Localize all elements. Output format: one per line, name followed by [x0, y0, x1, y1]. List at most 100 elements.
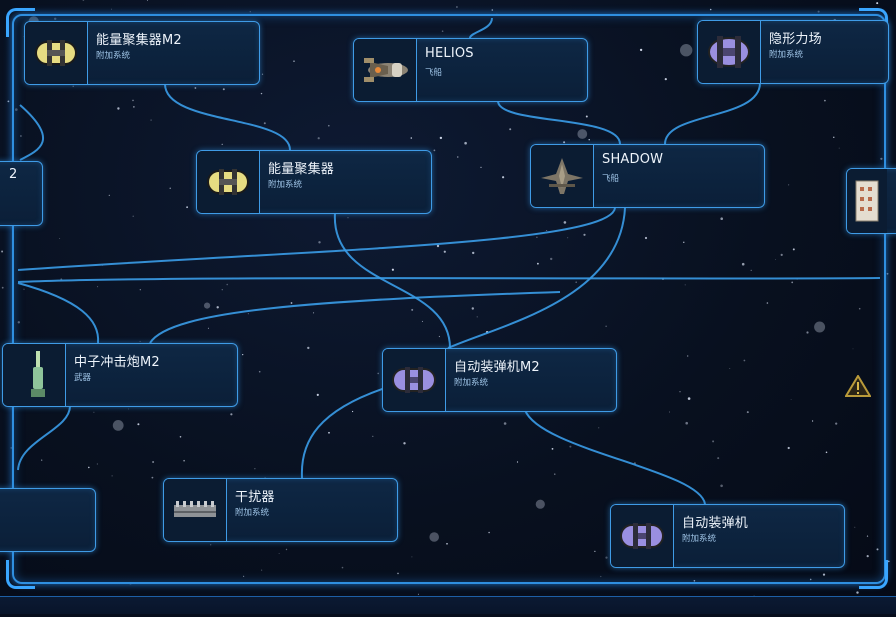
star — [669, 411, 670, 413]
star — [605, 325, 607, 327]
node-name: 中子冲击炮M2 — [74, 355, 160, 370]
star — [72, 85, 74, 88]
star — [247, 313, 249, 315]
star — [814, 321, 826, 333]
star — [685, 421, 688, 425]
star — [186, 206, 189, 209]
autoloader-icon — [611, 505, 674, 567]
star — [535, 499, 545, 509]
star — [263, 122, 266, 125]
star — [720, 217, 723, 220]
jammer-icon — [164, 479, 227, 541]
star — [741, 262, 745, 266]
star — [583, 233, 586, 236]
star — [563, 141, 566, 144]
link-n3-n5 — [664, 82, 761, 145]
star — [108, 194, 110, 196]
star — [866, 535, 869, 537]
star — [546, 230, 548, 231]
star — [97, 286, 99, 288]
star — [835, 422, 838, 425]
star — [750, 269, 752, 271]
autoloader-icon — [383, 349, 446, 411]
tech-node-energy-collector-m2[interactable]: 能量聚集器M2 附加系统 — [24, 21, 260, 85]
star — [809, 578, 812, 581]
tech-node-jammer[interactable]: 干扰器 附加系统 — [163, 478, 398, 542]
node-type: 附加系统 — [268, 180, 303, 190]
star — [54, 17, 57, 20]
ship-shadow-icon — [531, 145, 594, 207]
tech-node-cloak-field[interactable]: 隐形力场 附加系统 — [697, 20, 889, 84]
star — [790, 399, 792, 400]
star — [254, 468, 256, 470]
link-n7-n9 — [524, 409, 706, 505]
star — [569, 445, 572, 448]
bottom-bar — [0, 596, 896, 614]
link-n2-n5 — [497, 100, 621, 145]
node-type: 附加系统 — [96, 51, 131, 61]
star — [598, 427, 600, 429]
star — [605, 556, 608, 559]
star — [577, 129, 588, 139]
link-n6-from-right — [149, 291, 561, 344]
tech-node-autoloader[interactable]: 自动装弹机 附加系统 — [610, 504, 845, 568]
star — [436, 244, 440, 248]
star — [567, 237, 569, 239]
star — [471, 307, 474, 310]
star — [536, 236, 538, 238]
star — [261, 569, 263, 571]
tech-node-autoloader-m2[interactable]: 自动装弹机M2 附加系统 — [382, 348, 617, 412]
star — [876, 548, 879, 551]
star — [111, 8, 112, 10]
star — [179, 436, 182, 438]
tech-node-partial-left-top[interactable]: 2 — [0, 161, 43, 226]
star — [575, 281, 577, 284]
star — [502, 176, 505, 179]
tech-node-partial-left-bottom[interactable] — [0, 488, 96, 552]
star — [551, 448, 554, 450]
star — [852, 348, 854, 350]
tech-node-neutron-cannon-m2[interactable]: 中子冲击炮M2 武器 — [2, 343, 238, 407]
star — [712, 440, 715, 443]
star — [775, 259, 776, 260]
link-left-n6 — [17, 282, 100, 344]
module-icon — [847, 169, 887, 233]
star — [503, 422, 507, 425]
star — [516, 461, 519, 463]
star — [391, 268, 394, 271]
tech-node-partial-right[interactable] — [846, 168, 896, 234]
star — [429, 532, 440, 542]
star — [824, 99, 826, 102]
node-name: 能量聚集器 — [268, 162, 335, 177]
star — [410, 137, 413, 139]
star — [317, 137, 320, 140]
tech-node-helios[interactable]: HELIOS 飞船 — [353, 38, 588, 102]
star — [537, 262, 539, 265]
star — [743, 359, 746, 362]
link-n7-n8 — [300, 387, 386, 479]
node-name: 干扰器 — [235, 490, 275, 505]
star — [812, 420, 814, 422]
star — [152, 461, 155, 463]
star — [421, 320, 423, 322]
star — [261, 73, 264, 75]
tech-node-energy-collector[interactable]: 能量聚集器 附加系统 — [196, 150, 432, 214]
star — [417, 593, 419, 595]
star — [41, 459, 43, 461]
star — [139, 289, 141, 291]
node-name: 隐形力场 — [769, 32, 822, 47]
tech-node-shadow[interactable]: SHADOW 飞船 — [530, 144, 765, 208]
star — [132, 99, 134, 102]
star — [563, 221, 567, 224]
star — [341, 566, 344, 569]
node-type: 附加系统 — [454, 378, 489, 388]
star — [328, 124, 330, 127]
star — [316, 393, 319, 396]
star — [169, 187, 171, 189]
star — [791, 281, 794, 284]
star — [491, 9, 494, 11]
star — [693, 580, 696, 582]
star — [222, 88, 225, 91]
warning-triangle-icon[interactable] — [844, 374, 872, 401]
